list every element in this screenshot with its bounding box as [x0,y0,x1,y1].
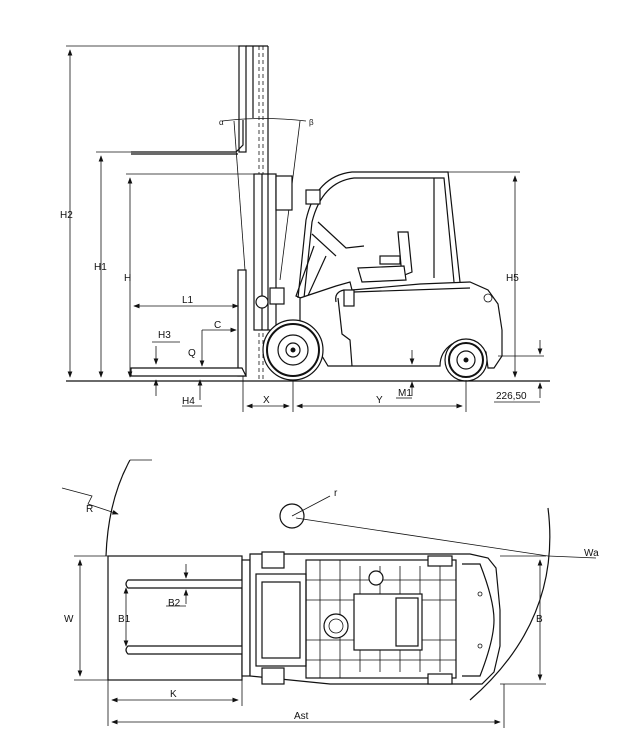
front-wheel [262,319,324,381]
fork [130,269,247,377]
r-turn-label: R [86,504,93,515]
steering [295,189,365,301]
b1-label: B1 [118,614,131,625]
mast [253,173,293,331]
h2-label: H2 [60,210,73,221]
turning-radius-arc [105,459,131,557]
h5-label: H5 [506,273,519,284]
w-label: W [64,614,74,625]
truck-body-top [249,551,501,685]
ast-label: Ast [294,711,309,722]
b-label: B [536,614,543,625]
k-label: K [170,689,177,700]
r-small-label: r [334,488,338,499]
rear-wheel [444,338,488,382]
c-label: C [214,320,221,331]
y-label: Y [376,395,383,406]
overhead-guard [297,171,461,299]
l1-label: L1 [182,295,194,306]
ground-clearance-value: 226,50 [496,391,527,402]
h1-label: H1 [94,262,107,273]
seat [357,231,413,283]
beta-label: β [309,118,314,127]
alpha-label: α [219,118,224,127]
outer-sweep-arc [469,507,551,701]
extended-mast [131,45,269,380]
m1-label: M1 [398,388,412,399]
h3-label: H3 [158,330,171,341]
side-view: α β [60,45,550,412]
top-dimensions [74,555,546,728]
wa-label: Wa [584,548,599,559]
side-dimensions [66,45,544,412]
top-view: R r Wa W B1 B2 B K Ast [61,459,599,728]
h-label: H [124,273,131,284]
forks-top [125,559,251,677]
q-label: Q [188,348,196,359]
h4-label: H4 [182,396,195,407]
x-label: X [263,395,270,406]
b2-label: B2 [168,598,181,609]
